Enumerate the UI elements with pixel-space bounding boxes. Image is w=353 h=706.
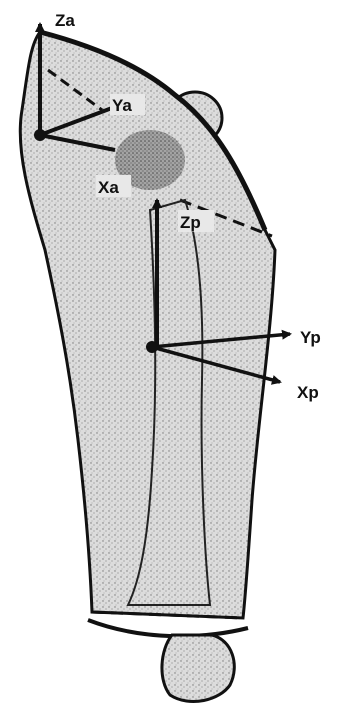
zp-label: Zp bbox=[180, 213, 201, 232]
anatomical-origin bbox=[34, 129, 46, 141]
ya-label: Ya bbox=[112, 96, 132, 115]
limb-outline bbox=[20, 32, 275, 618]
foot-stump bbox=[162, 635, 234, 702]
za-label: Za bbox=[55, 11, 75, 30]
xa-label: Xa bbox=[98, 178, 119, 197]
prosthetic-origin bbox=[146, 341, 158, 353]
ankle-base-edge bbox=[88, 620, 248, 636]
xp-label: Xp bbox=[297, 383, 319, 402]
yp-label: Yp bbox=[300, 328, 321, 347]
